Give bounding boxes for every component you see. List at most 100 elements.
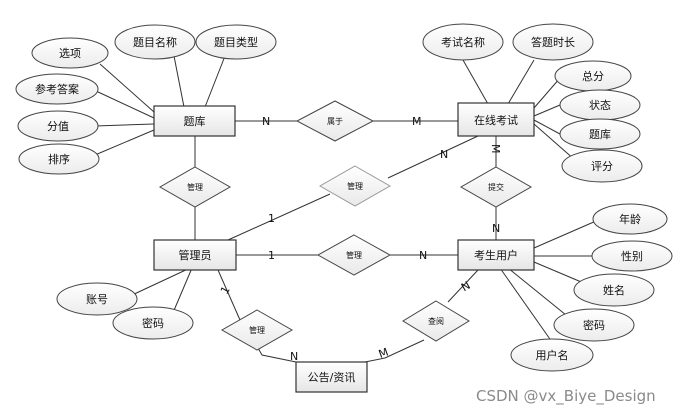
attr-rating: 评分 [561, 149, 643, 183]
rel-view: 查阅 [402, 300, 470, 342]
attr-question-type: 题目类型 [195, 24, 277, 60]
cardinality-student-view: N [459, 279, 473, 294]
edge-tiku-type [204, 55, 226, 108]
svg-text:用户名: 用户名 [536, 348, 569, 362]
rel-submit: 提交 [459, 166, 533, 208]
svg-text:题目名称: 题目名称 [133, 35, 177, 49]
attr-option: 选项 [31, 37, 109, 69]
attr-question-title: 题目名称 [114, 24, 196, 60]
rel-belongs-to: 属于 [295, 100, 375, 142]
svg-text:考试名称: 考试名称 [441, 35, 485, 49]
svg-text:提交: 提交 [488, 182, 504, 192]
cardinality-exam-belongs: M [412, 115, 422, 128]
svg-text:管理: 管理 [347, 181, 363, 191]
edge-exam-duration [507, 59, 535, 105]
attr-name: 姓名 [573, 273, 655, 307]
attr-answer-duration: 答题时长 [512, 23, 594, 61]
svg-text:选项: 选项 [59, 47, 81, 60]
relationship-edges [194, 120, 497, 363]
rel-admin-manages-notice: 管理 [220, 309, 294, 351]
edge-manage2-exam [387, 135, 479, 179]
svg-text:题库: 题库 [589, 128, 611, 141]
svg-text:状态: 状态 [589, 98, 611, 112]
edge-admin-manage4 [217, 269, 241, 321]
svg-text:参考答案: 参考答案 [35, 82, 79, 96]
attr-account: 账号 [56, 282, 138, 316]
svg-text:查阅: 查阅 [428, 316, 444, 326]
svg-text:性别: 性别 [621, 249, 643, 263]
attr-username: 用户名 [510, 338, 594, 372]
edge-tiku-score [94, 123, 155, 127]
svg-text:评分: 评分 [591, 160, 613, 173]
attribute-edges [94, 55, 597, 343]
edge-tiku-order [94, 129, 155, 156]
attr-question-bank: 题库 [559, 118, 641, 150]
cardinality-student-managed: N [419, 249, 427, 262]
cardinality-exam-manage: N [440, 148, 448, 161]
cardinality-admin-manage-student: 1 [268, 249, 275, 262]
entity-admin: 管理员 [153, 239, 237, 271]
attr-score-value: 分值 [17, 110, 99, 142]
svg-text:总分: 总分 [582, 69, 604, 83]
svg-text:管理: 管理 [346, 250, 362, 260]
attr-admin-password: 密码 [112, 306, 194, 340]
edge-student-view [447, 269, 479, 303]
attr-total-score: 总分 [554, 60, 632, 92]
edge-exam-rating [533, 123, 576, 161]
attr-reference-answer: 参考答案 [15, 73, 99, 105]
edge-tiku-answer [95, 90, 155, 119]
attr-gender: 性别 [591, 240, 673, 272]
svg-text:题目类型: 题目类型 [214, 35, 258, 49]
edge-student-password [507, 267, 567, 316]
watermark-text: CSDN @vx_Biye_Design [476, 387, 656, 406]
svg-text:管理: 管理 [187, 182, 203, 192]
entity-student: 考生用户 [457, 239, 535, 271]
edge-exam-status [533, 104, 561, 117]
entity-label: 考生用户 [474, 248, 518, 262]
cardinality-notice-managed: N [290, 350, 298, 363]
entity-label: 题库 [184, 115, 206, 128]
svg-text:密码: 密码 [142, 316, 164, 330]
cardinality-admin-manage-exam: 1 [268, 212, 275, 225]
entity-notice: 公告/资讯 [295, 361, 368, 393]
attr-status: 状态 [559, 89, 641, 121]
entity-label: 在线考试 [474, 113, 518, 127]
svg-text:答题时长: 答题时长 [531, 35, 575, 49]
edge-admin-manage2 [227, 193, 331, 241]
edge-exam-total [533, 77, 561, 109]
svg-text:账号: 账号 [86, 293, 108, 306]
entity-exam: 在线考试 [457, 102, 535, 137]
svg-text:管理: 管理 [249, 325, 265, 335]
svg-text:姓名: 姓名 [603, 283, 625, 297]
cardinality-student-submit: N [492, 222, 500, 235]
edge-student-name [533, 261, 587, 285]
attr-sort-order: 排序 [18, 143, 100, 175]
cardinality-notice-viewed: M [377, 346, 390, 361]
svg-text:分值: 分值 [47, 120, 69, 133]
edge-manage4-notice [257, 347, 297, 363]
cardinality-exam-submit: M [489, 144, 502, 154]
edge-view-notice [364, 339, 425, 363]
svg-text:属于: 属于 [327, 117, 343, 126]
edge-admin-password [171, 267, 193, 316]
attr-student-password: 密码 [553, 308, 635, 342]
edge-tiku-option [99, 63, 155, 113]
edge-student-username [499, 267, 553, 343]
edge-student-age [533, 220, 597, 249]
svg-text:排序: 排序 [48, 152, 70, 166]
edge-tiku-title [173, 55, 185, 108]
entity-label: 管理员 [179, 248, 212, 262]
attr-exam-name: 考试名称 [422, 23, 504, 61]
entity-tiku: 题库 [153, 105, 236, 137]
rel-admin-manages-student: 管理 [316, 234, 392, 276]
svg-text:年龄: 年龄 [619, 212, 641, 226]
edge-admin-account [129, 267, 191, 297]
cardinality-tiku-belongs: N [262, 115, 270, 128]
entity-label: 公告/资讯 [308, 371, 356, 384]
edge-exam-name [462, 59, 489, 105]
attr-age: 年龄 [592, 203, 668, 235]
svg-text:密码: 密码 [583, 318, 605, 332]
rel-admin-manages-exam: 管理 [318, 165, 392, 207]
